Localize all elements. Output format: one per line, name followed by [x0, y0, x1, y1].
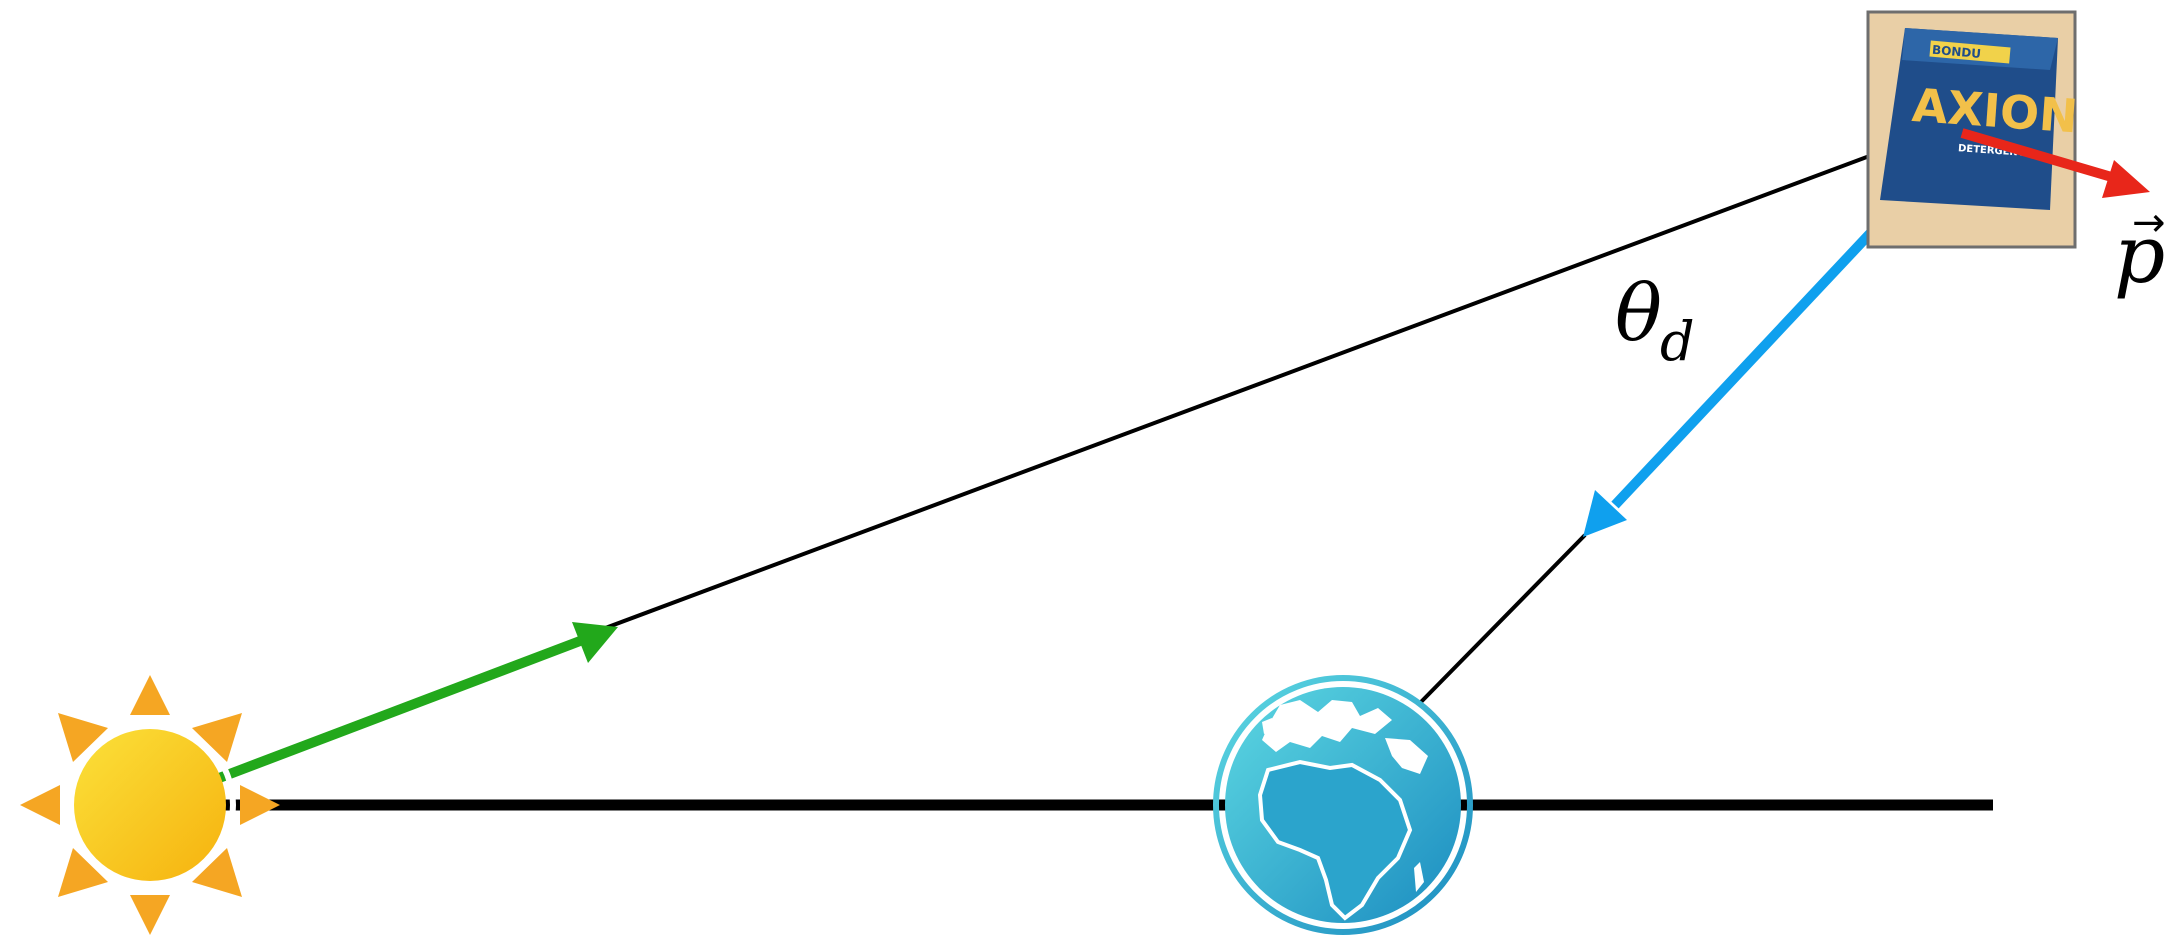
- momentum-label: p →: [2114, 200, 2166, 301]
- theta-symbol: θ: [1615, 269, 1662, 359]
- theta-subscript: d: [1660, 310, 1695, 373]
- detection-ray-line: [1420, 535, 1585, 703]
- axion-box-title: AXION: [1910, 78, 2079, 143]
- sun-icon: [20, 675, 280, 935]
- theta-d-label: θ d: [1615, 269, 1695, 373]
- vector-arrow-icon: →: [2132, 200, 2166, 246]
- incoming-ray-line: [600, 111, 1990, 630]
- earth-icon: [1216, 678, 1470, 932]
- axion-box-image: BONDU AXION DETERGENT: [1868, 12, 2079, 247]
